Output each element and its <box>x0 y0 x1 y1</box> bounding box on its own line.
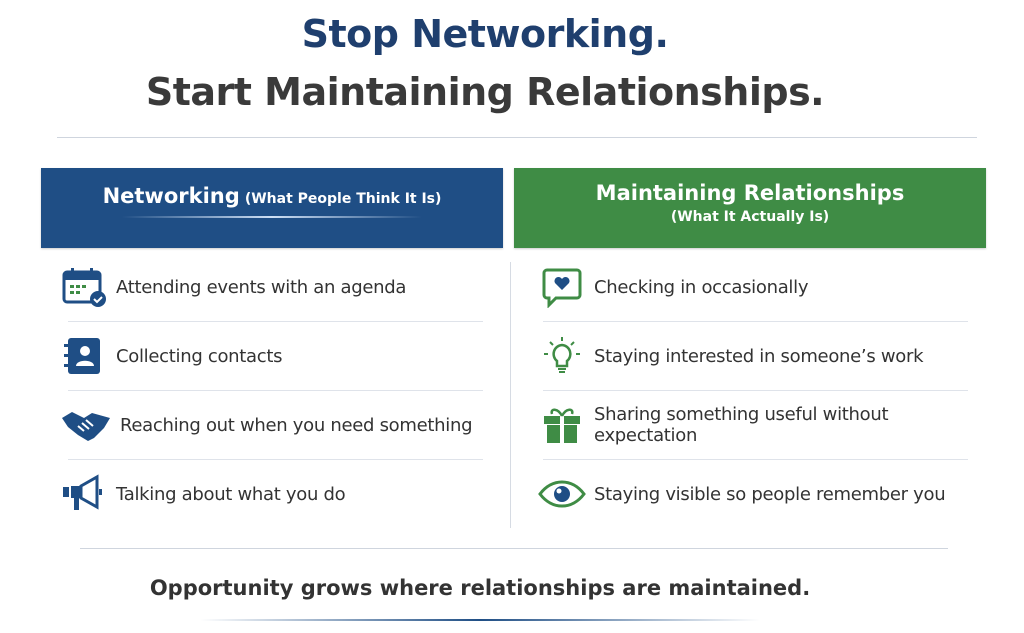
handshake-icon <box>62 412 110 441</box>
networking-header: Networking (What People Think It Is) <box>41 168 503 248</box>
item-divider <box>68 390 483 391</box>
gift-icon <box>544 408 580 443</box>
item-label: Checking in occasionally <box>594 276 809 298</box>
heart-chat-icon <box>542 268 582 308</box>
list-item: Checking in occasionally <box>538 267 978 308</box>
lightbulb-icon <box>544 337 580 373</box>
megaphone-icon <box>63 474 102 510</box>
footer-divider <box>80 548 948 549</box>
item-divider <box>68 459 483 460</box>
list-item: Sharing something useful without expecta… <box>538 404 978 446</box>
item-label: Collecting contacts <box>116 345 283 367</box>
footer-tagline: Opportunity grows where relationships ar… <box>149 576 811 600</box>
item-label: Staying visible so people remember you <box>594 483 946 505</box>
list-item: Collecting contacts <box>60 336 485 376</box>
item-label: Staying interested in someone’s work <box>594 345 924 367</box>
list-item: Staying interested in someone’s work <box>538 336 978 376</box>
footer-accent-line <box>200 619 760 621</box>
list-item: Talking about what you do <box>60 474 485 514</box>
relationships-heading: Maintaining Relationships <box>595 181 905 205</box>
item-label: Sharing something useful without expecta… <box>594 404 889 446</box>
list-item: Staying visible so people remember you <box>538 474 978 514</box>
item-label: Attending events with an agenda <box>116 276 407 298</box>
item-label: Reaching out when you need something <box>120 414 473 436</box>
networking-heading: Networking <box>102 184 240 208</box>
relationships-subheading: (What It Actually Is) <box>670 209 830 225</box>
item-divider <box>543 321 968 322</box>
list-item: Attending events with an agenda <box>60 267 485 307</box>
title-line-2: Start Maintaining Relationships. <box>145 70 825 114</box>
header-underline <box>122 216 422 218</box>
networking-subheading: (What People Think It Is) <box>244 191 442 207</box>
contact-book-icon <box>64 338 100 374</box>
relationships-list: Checking in occasionally Staying interes… <box>538 267 978 514</box>
eye-icon <box>538 480 586 508</box>
item-divider <box>68 321 483 322</box>
relationships-header: Maintaining Relationships (What It Actua… <box>514 168 986 248</box>
column-divider <box>510 262 511 528</box>
list-item: Reaching out when you need something <box>60 405 485 445</box>
networking-list: Attending events with an agenda Collecti… <box>60 267 485 514</box>
item-divider <box>543 390 968 391</box>
title-divider <box>57 137 977 138</box>
item-divider <box>543 459 968 460</box>
calendar-check-icon <box>62 268 106 307</box>
item-label: Talking about what you do <box>116 483 346 505</box>
title-line-1: Stop Networking. <box>301 12 669 56</box>
